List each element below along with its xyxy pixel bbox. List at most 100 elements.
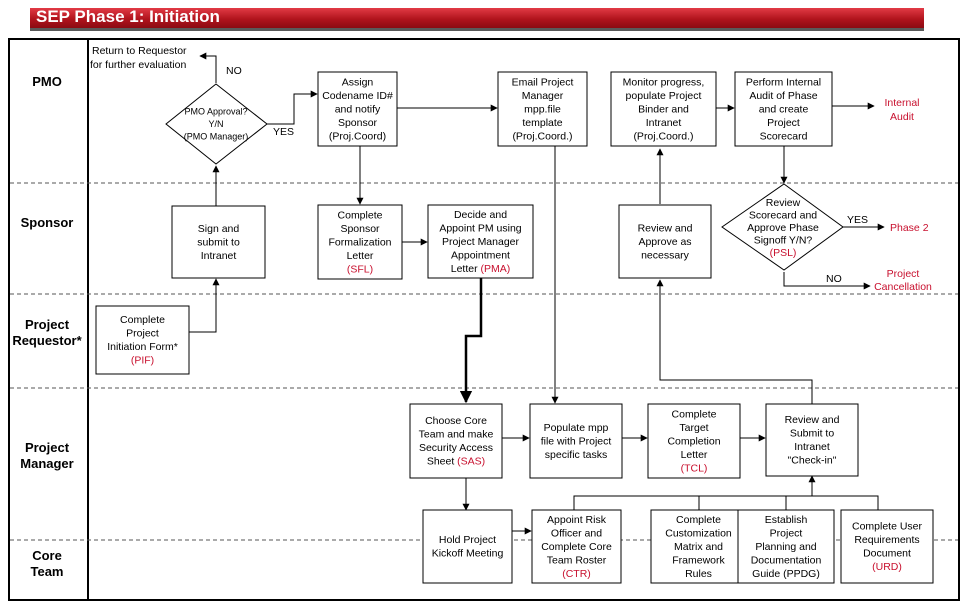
- box-text-email: template: [522, 117, 562, 129]
- box-text-tcl: Complete: [672, 408, 717, 420]
- box-ctr: [531, 509, 622, 584]
- decision-text-scorecard: Signoff Y/N?: [754, 234, 813, 246]
- label-no: NO: [826, 273, 842, 285]
- decision-text-pmo_approval: Y/N: [208, 119, 223, 129]
- box-text-pma: Project Manager: [442, 236, 520, 248]
- box-text-email: (Proj.Coord.): [512, 130, 572, 142]
- box-text-ppdg: Establish: [765, 514, 808, 526]
- box-text-tcl: Completion: [667, 435, 720, 447]
- decision-code-scorecard: (PSL): [770, 247, 797, 259]
- box-text-ppdg: Planning and: [755, 541, 816, 553]
- box-text-assign: (Proj.Coord): [329, 130, 386, 142]
- box-text-sfl: Letter: [347, 250, 374, 262]
- box-text-checkin: "Check-in": [788, 455, 837, 467]
- box-text-assign: Assign: [342, 76, 374, 88]
- box-text-pif: Complete: [120, 314, 165, 326]
- box-text-matrix: Customization: [665, 527, 732, 539]
- box-urd: [840, 509, 934, 584]
- box-sas: [409, 403, 503, 479]
- box-text-urd: Complete User: [852, 521, 923, 533]
- box-text-ppdg: Documentation: [751, 554, 822, 566]
- box-checkin: [765, 403, 859, 477]
- box-monitor: [610, 71, 717, 147]
- box-code-tcl: (TCL): [681, 462, 708, 474]
- box-text-sfl: Formalization: [328, 236, 391, 248]
- box-text-monitor: Monitor progress,: [623, 76, 705, 88]
- box-text-checkin: Review and: [785, 414, 840, 426]
- box-pif: [95, 305, 190, 375]
- outcome-cancellation: Cancellation: [874, 281, 932, 293]
- box-text-pma: Appoint PM using: [439, 222, 521, 234]
- return-to-requestor: Return to Requestor: [92, 45, 187, 57]
- box-text-sas: Team and make: [419, 429, 494, 441]
- decision-text-scorecard: Scorecard and: [749, 209, 817, 221]
- box-email: [497, 71, 588, 147]
- box-text-ppdg: Guide (PPDG): [752, 568, 820, 580]
- box-text-sas: Choose Core: [425, 415, 487, 427]
- box-code-sfl: (SFL): [347, 263, 373, 275]
- box-assign: [317, 71, 398, 147]
- box-text-review_approve: Approve as: [638, 236, 691, 248]
- decision-pmo-approval: [165, 83, 268, 165]
- box-tcl: [647, 403, 741, 479]
- box-text-audit: and create: [759, 103, 809, 115]
- lane-label-core: Core Team: [30, 548, 64, 579]
- label-no: NO: [226, 65, 242, 77]
- box-audit: [734, 71, 833, 147]
- box-text-tcl: Target: [679, 422, 708, 434]
- decision-text-pmo_approval: PMO Approval?: [184, 106, 247, 116]
- decision-text-pmo_approval: (PMO Manager): [184, 131, 249, 141]
- box-text-audit: Scorecard: [760, 130, 808, 142]
- box-text-review_approve: necessary: [641, 249, 690, 261]
- process-boxes: [95, 71, 934, 584]
- outcome-phase-2: Phase 2: [890, 222, 929, 234]
- box-text-populate: file with Project: [541, 435, 612, 447]
- box-text-matrix: Rules: [685, 568, 712, 580]
- box-pma: [427, 204, 534, 279]
- diagram-frame: [8, 38, 960, 601]
- box-text-audit: Perform Internal: [746, 76, 821, 88]
- outcome-internal-audit: Audit: [890, 111, 914, 123]
- box-text-monitor: Intranet: [646, 117, 682, 129]
- decision-text-scorecard: Review: [766, 197, 801, 209]
- box-text-ctr: Complete Core: [541, 541, 612, 553]
- box-text-monitor: (Proj.Coord.): [633, 130, 693, 142]
- box-text-ctr: Team Roster: [547, 554, 607, 566]
- lane-label-pm: Project Manager: [20, 440, 74, 471]
- label-yes: YES: [273, 126, 294, 138]
- box-text-assign: and notify: [335, 103, 381, 115]
- box-text-tcl: Letter: [681, 449, 708, 461]
- box-text-sas: Security Access: [419, 442, 493, 454]
- box-text-populate: Populate mpp: [544, 422, 609, 434]
- page-title: SEP Phase 1: Initiation: [36, 7, 220, 26]
- box-text-assign: Codename ID#: [322, 90, 393, 102]
- box-text-email: mpp.file: [524, 103, 561, 115]
- box-text-sas: Sheet (SAS): [427, 456, 485, 468]
- header-bar: SEP Phase 1: Initiation: [30, 7, 924, 31]
- decision-text-scorecard: Approve Phase: [747, 222, 819, 234]
- outcome-internal-audit: Internal: [884, 97, 919, 109]
- box-text-sign: submit to: [197, 236, 240, 248]
- lane-label-sponsor: Sponsor: [20, 215, 74, 230]
- box-text-pma: Decide and: [454, 209, 507, 221]
- box-ppdg: [737, 509, 835, 584]
- box-text-kickoff: Kickoff Meeting: [432, 548, 504, 560]
- box-text-ctr: Officer and: [551, 527, 602, 539]
- box-text-email: Manager: [522, 90, 564, 102]
- box-text-monitor: populate Project: [626, 90, 702, 102]
- box-text-populate: specific tasks: [545, 449, 607, 461]
- box-code-pif: (PIF): [131, 355, 154, 367]
- box-text-sign: Intranet: [201, 250, 237, 262]
- box-text-pma: Letter (PMA): [451, 263, 511, 275]
- box-sfl: [317, 204, 403, 280]
- box-review-approve: [618, 204, 712, 279]
- box-text-audit: Project: [767, 117, 800, 129]
- box-code-urd: (URD): [872, 561, 902, 573]
- box-populate: [529, 403, 623, 479]
- box-text-monitor: Binder and: [638, 103, 689, 115]
- box-text-matrix: Matrix and: [674, 541, 723, 553]
- box-text-ctr: Appoint Risk: [547, 514, 607, 526]
- box-text-pif: Initiation Form*: [107, 341, 178, 353]
- lane-label-requestor: Project Requestor*: [12, 317, 82, 348]
